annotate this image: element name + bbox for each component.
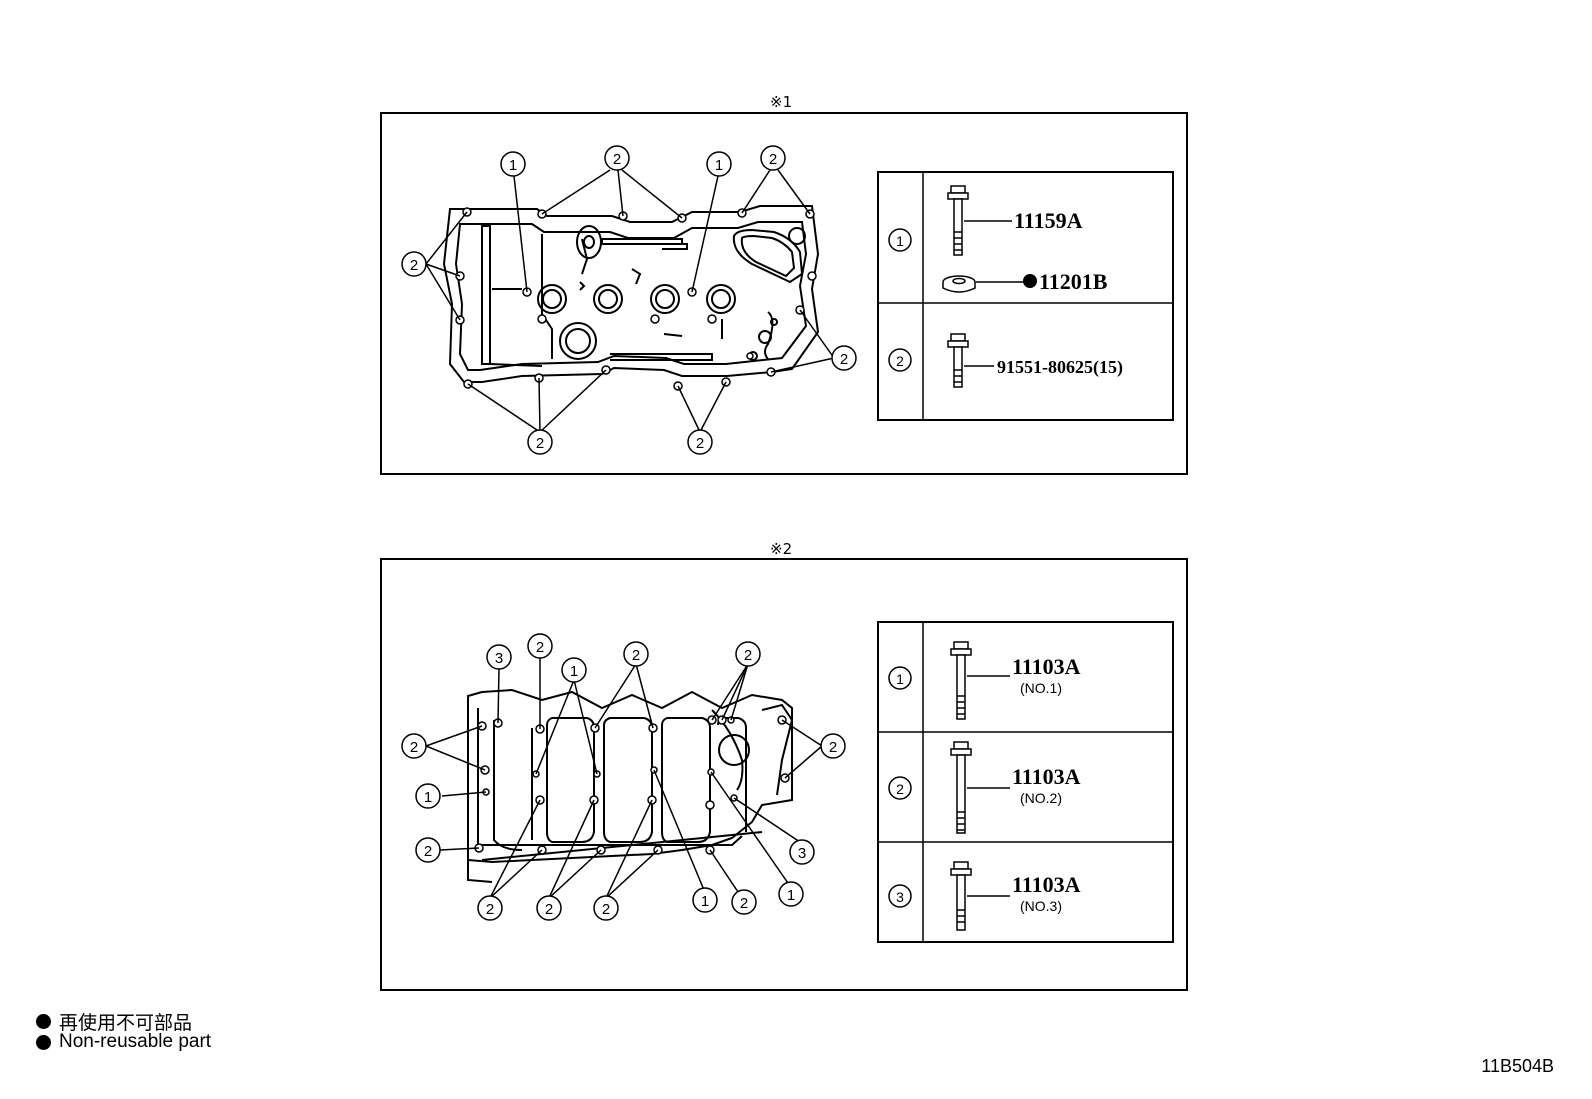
svg-text:3: 3 bbox=[495, 650, 503, 667]
table-index-1: 1 bbox=[888, 666, 912, 690]
leader-lines bbox=[425, 658, 823, 899]
legend-japanese-text: 再使用不可部品 bbox=[59, 1012, 193, 1034]
svg-text:2: 2 bbox=[829, 739, 837, 756]
svg-text:2: 2 bbox=[696, 435, 704, 452]
svg-text:2: 2 bbox=[896, 781, 904, 797]
svg-text:1: 1 bbox=[896, 233, 904, 249]
bolt-icon bbox=[947, 333, 969, 388]
callout-2a: 2 bbox=[527, 633, 553, 659]
svg-text:2: 2 bbox=[545, 901, 553, 918]
bolt-icon bbox=[947, 185, 969, 256]
panel2-parts-table: 1 2 3 11103A (NO.1) 11103A (NO.2) bbox=[877, 621, 1174, 943]
table-index-3: 3 bbox=[888, 884, 912, 908]
callout-1b: 1 bbox=[415, 783, 441, 809]
part-number-11159a: 11159A bbox=[1014, 208, 1083, 233]
svg-text:2: 2 bbox=[632, 647, 640, 664]
part-number-no3: 11103A bbox=[1012, 872, 1081, 897]
callout-2c: 2 bbox=[735, 641, 761, 667]
callout-2f: 2 bbox=[820, 733, 846, 759]
svg-text:2: 2 bbox=[410, 739, 418, 756]
svg-text:2: 2 bbox=[896, 353, 904, 369]
panel2-label: ※2 bbox=[770, 540, 793, 558]
callout-2b: 2 bbox=[760, 145, 786, 171]
legend-japanese: 再使用不可部品 bbox=[36, 1008, 192, 1035]
part-sub-no1: (NO.1) bbox=[1020, 680, 1062, 696]
panel1-parts-table: 1 2 11159A 11201B bbox=[877, 171, 1174, 421]
non-reusable-dot bbox=[36, 1034, 51, 1050]
table-index-2: 2 bbox=[888, 348, 912, 372]
svg-text:2: 2 bbox=[536, 639, 544, 656]
panel2-diagram: 3 2 1 2 2 2 1 2 2 2 2 2 1 2 3 1 1 2 3 bbox=[401, 621, 1174, 943]
svg-text:1: 1 bbox=[715, 157, 723, 174]
bolt-icon bbox=[950, 741, 972, 834]
panel1-frame: 1 2 1 2 2 2 2 2 1 2 11159A bbox=[380, 112, 1188, 475]
part-number-no2: 11103A bbox=[1012, 764, 1081, 789]
callout-3b: 3 bbox=[789, 839, 815, 865]
callout-2d: 2 bbox=[831, 345, 857, 371]
callout-2d: 2 bbox=[401, 733, 427, 759]
legend-english-text: Non-reusable part bbox=[59, 1031, 212, 1052]
part-sub-no3: (NO.3) bbox=[1020, 898, 1062, 914]
svg-text:1: 1 bbox=[701, 893, 709, 910]
non-reusable-dot bbox=[36, 1014, 51, 1029]
callout-1d: 1 bbox=[778, 881, 804, 907]
part-sub-no2: (NO.2) bbox=[1020, 790, 1062, 806]
table-index-1: 1 bbox=[888, 228, 912, 252]
svg-text:1: 1 bbox=[787, 887, 795, 904]
callout-2e: 2 bbox=[527, 429, 553, 455]
panel1-diagram: 1 2 1 2 2 2 2 2 1 2 11159A bbox=[401, 145, 1174, 455]
svg-text:2: 2 bbox=[486, 901, 494, 918]
table-index-2: 2 bbox=[888, 776, 912, 800]
callout-2a: 2 bbox=[604, 145, 630, 171]
callout-2g: 2 bbox=[477, 895, 503, 921]
panel2-frame: 3 2 1 2 2 2 1 2 2 2 2 2 1 2 3 1 1 2 3 bbox=[380, 558, 1188, 991]
bolt-icon bbox=[950, 861, 972, 931]
cylinder-block-drawing bbox=[467, 688, 794, 883]
callout-2f: 2 bbox=[687, 429, 713, 455]
part-number-no1: 11103A bbox=[1012, 654, 1081, 679]
svg-text:1: 1 bbox=[509, 157, 517, 174]
panel1-label: ※1 bbox=[770, 93, 793, 111]
svg-text:1: 1 bbox=[424, 789, 432, 806]
svg-text:2: 2 bbox=[840, 351, 848, 368]
part-number-91551: 91551-80625(15) bbox=[997, 357, 1123, 378]
callout-1a: 1 bbox=[561, 657, 587, 683]
callout-1a: 1 bbox=[500, 151, 526, 177]
svg-text:3: 3 bbox=[896, 889, 904, 905]
callout-2i: 2 bbox=[593, 895, 619, 921]
svg-text:2: 2 bbox=[744, 647, 752, 664]
callout-2j: 2 bbox=[731, 889, 757, 915]
cylinder-head-cover-drawing bbox=[442, 205, 820, 383]
svg-text:2: 2 bbox=[769, 151, 777, 168]
non-reusable-dot bbox=[1023, 274, 1037, 288]
callout-1c: 1 bbox=[692, 887, 718, 913]
svg-text:2: 2 bbox=[613, 151, 621, 168]
callout-2e: 2 bbox=[415, 837, 441, 863]
diagram-code: 11B504B bbox=[1481, 1056, 1554, 1076]
svg-text:3: 3 bbox=[798, 845, 806, 862]
legend-english: Non-reusable part bbox=[36, 1031, 211, 1053]
bolt-holes bbox=[455, 207, 817, 391]
callout-1b: 1 bbox=[706, 151, 732, 177]
leader-lines bbox=[425, 169, 835, 433]
svg-text:1: 1 bbox=[896, 671, 904, 687]
callout-2b: 2 bbox=[623, 641, 649, 667]
callout-2h: 2 bbox=[536, 895, 562, 921]
callout-3a: 3 bbox=[486, 644, 512, 670]
bolt-icon bbox=[950, 641, 972, 720]
svg-text:2: 2 bbox=[536, 435, 544, 452]
bolt-holes bbox=[474, 715, 790, 855]
svg-text:2: 2 bbox=[602, 901, 610, 918]
washer-icon bbox=[942, 275, 976, 293]
svg-text:2: 2 bbox=[424, 843, 432, 860]
svg-text:1: 1 bbox=[570, 663, 578, 680]
part-number-11201b: 11201B bbox=[1039, 269, 1108, 294]
svg-text:2: 2 bbox=[740, 895, 748, 912]
callout-2c: 2 bbox=[401, 251, 427, 277]
svg-text:2: 2 bbox=[410, 257, 418, 274]
